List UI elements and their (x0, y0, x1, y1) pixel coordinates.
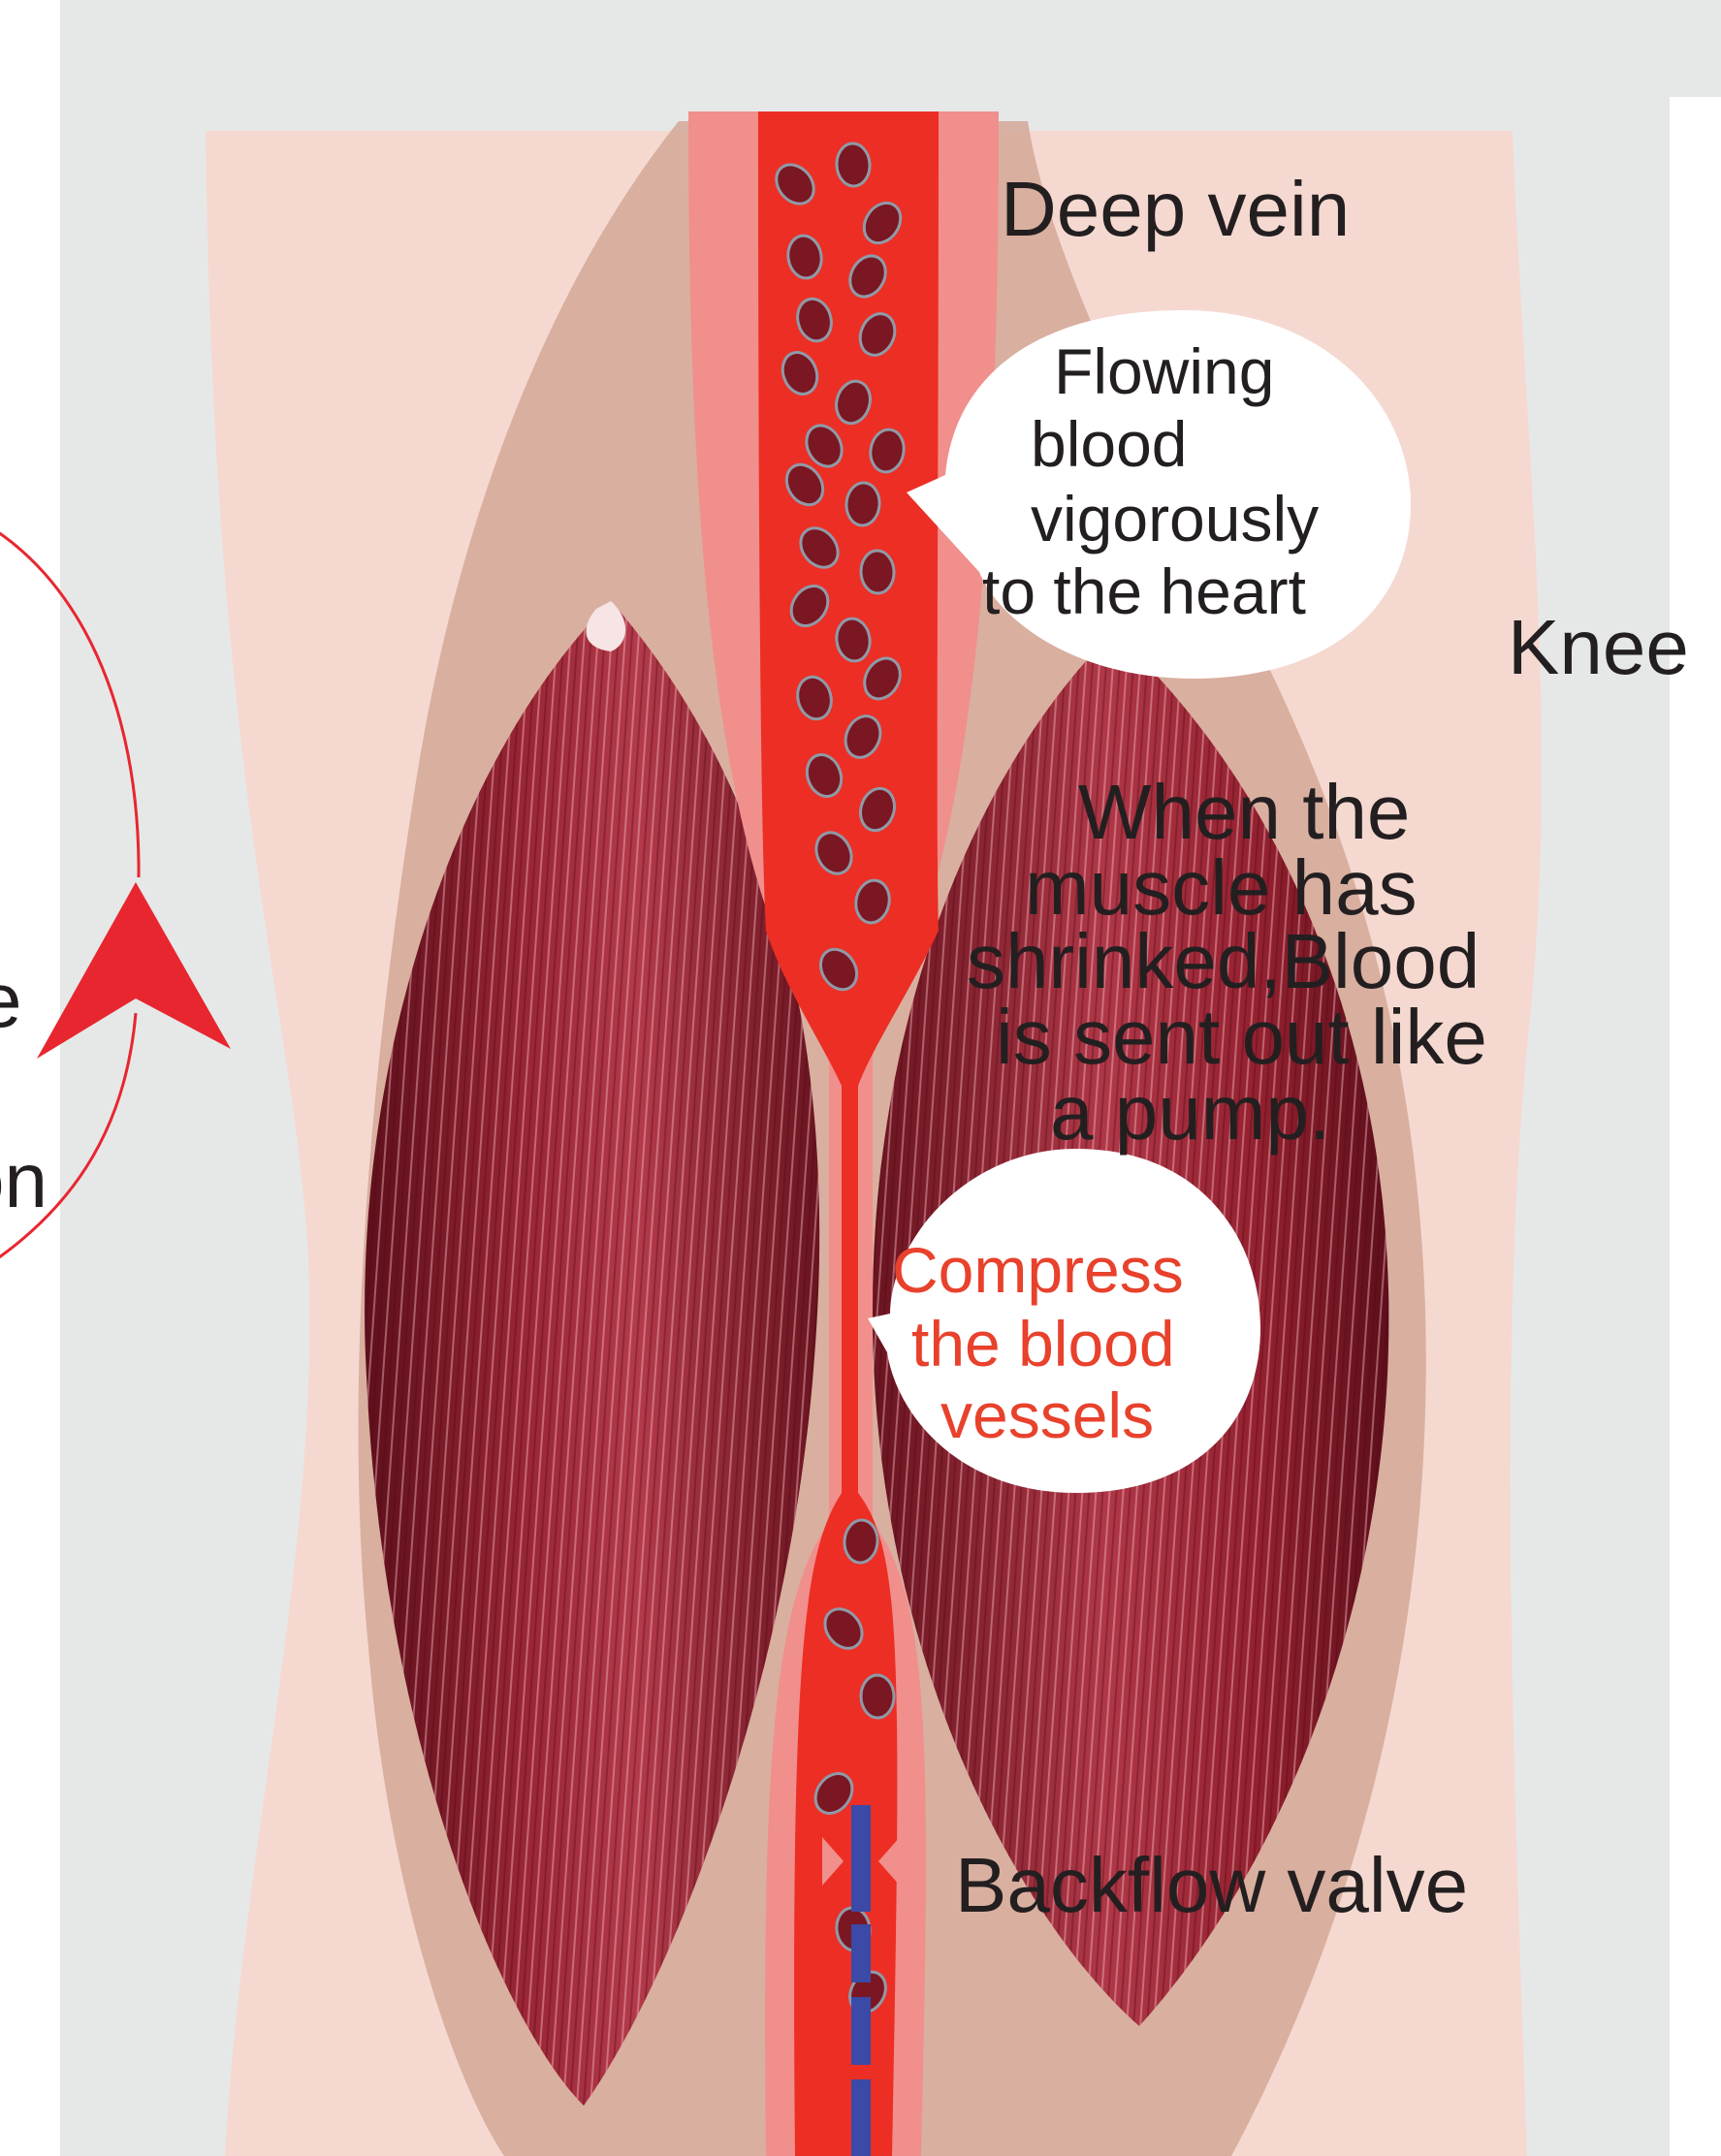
flowing-blood-line: Flowing (1054, 334, 1274, 408)
deep-vein-label: Deep vein (1001, 171, 1350, 248)
muscle-pump-line: muscle has (1025, 849, 1418, 927)
left-edge-fragment: e (0, 962, 22, 1039)
compress-line: Compress (892, 1233, 1184, 1307)
backflow-valve-label: Backflow valve (955, 1847, 1468, 1924)
muscle-pump-line: a pump. (1050, 1074, 1330, 1152)
blood-cell-icon (861, 1675, 895, 1719)
muscle-pump-line: When the (1078, 774, 1410, 851)
muscle-pump-line: shrinked,Blood (967, 923, 1480, 1000)
muscle-pump-line: is sent out like (996, 999, 1487, 1076)
blood-cell-icon (860, 550, 895, 593)
compress-line: vessels (940, 1379, 1154, 1452)
compress-line: the blood (911, 1307, 1175, 1380)
flowing-blood-line: vigorously (1031, 482, 1319, 555)
flowing-blood-line: to the heart (982, 555, 1306, 628)
knee-label: Knee (1508, 609, 1689, 686)
blood-cell-icon (836, 143, 871, 187)
left-edge-fragment: on (0, 1142, 48, 1220)
blood-cell-icon (845, 482, 881, 526)
flowing-blood-line: blood (1031, 407, 1188, 481)
white-strip (1670, 97, 1721, 2156)
